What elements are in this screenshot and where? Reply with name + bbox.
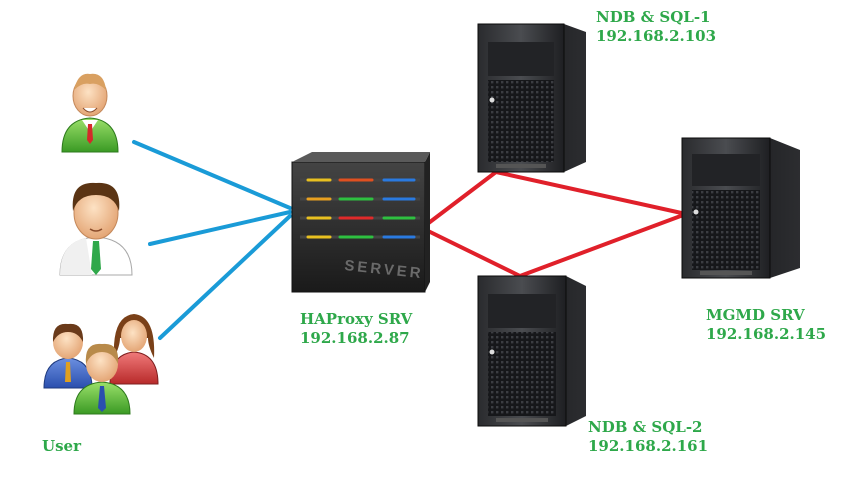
server-links (420, 170, 688, 278)
ndb-sql-2-name: NDB & SQL-2 (588, 418, 703, 436)
mgmd-name: MGMD SRV (706, 306, 805, 324)
user-link-3 (158, 214, 292, 340)
ndb-sql-1-label: NDB & SQL-1 192.168.2.103 (596, 8, 716, 46)
ndb-sql-1-name: NDB & SQL-1 (596, 8, 711, 26)
user-link-2 (148, 210, 292, 246)
user-group-icon (43, 314, 159, 415)
ndb-sql-1-ip: 192.168.2.103 (596, 27, 717, 45)
haproxy-server-icon: SERVER (291, 152, 430, 293)
user-icon-top (61, 73, 119, 153)
mgmd-ip: 192.168.2.145 (706, 325, 827, 343)
ndb-sql-2-tower-icon (477, 275, 586, 427)
ndb-sql-1-tower-icon (477, 23, 586, 173)
server-link-ring (420, 170, 688, 278)
user-icon-middle (59, 182, 133, 276)
mgmd-label: MGMD SRV 192.168.2.145 (706, 306, 826, 344)
haproxy-ip: 192.168.2.87 (300, 329, 410, 347)
user-links (132, 140, 292, 340)
user-link-1 (132, 140, 292, 210)
haproxy-name: HAProxy SRV (300, 310, 413, 328)
mgmd-tower-icon (681, 137, 800, 279)
haproxy-label: HAProxy SRV 192.168.2.87 (300, 310, 412, 348)
ndb-sql-2-ip: 192.168.2.161 (588, 437, 709, 455)
user-label: User (42, 437, 81, 455)
ndb-sql-2-label: NDB & SQL-2 192.168.2.161 (588, 418, 708, 456)
